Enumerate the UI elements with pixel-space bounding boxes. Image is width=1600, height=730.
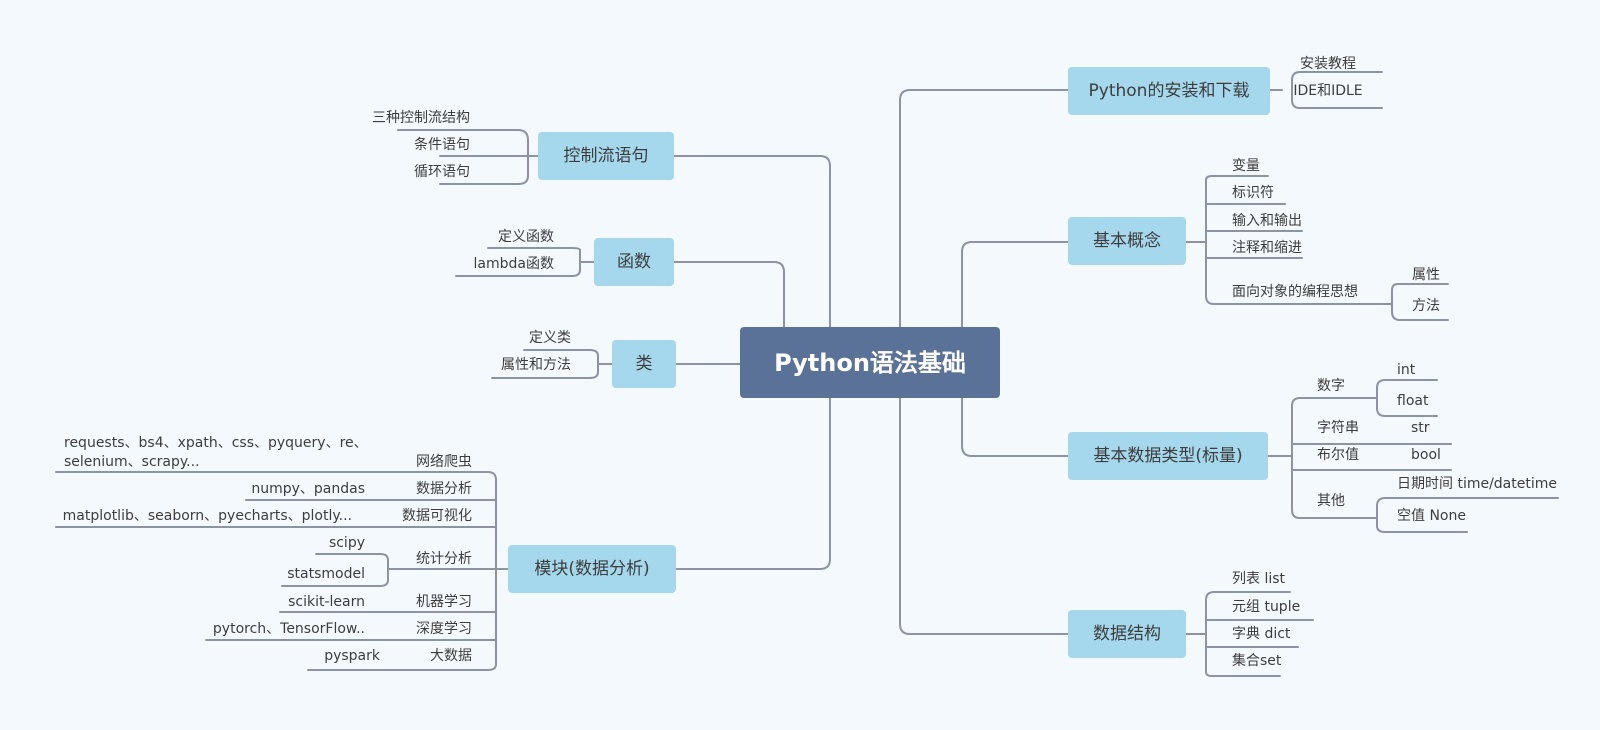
leaf-statsmodel: statsmodel [287, 566, 365, 582]
leaf-statistics[interactable]: 统计分析 [416, 551, 472, 567]
connector-line [675, 397, 831, 570]
connector-line [1205, 671, 1281, 677]
connector-line [1205, 591, 1291, 601]
branch-struct[interactable]: 数据结构 [1068, 610, 1186, 658]
connector-line [673, 155, 831, 328]
branch-basic-label: 基本概念 [1093, 230, 1161, 251]
connector-line [1376, 497, 1559, 519]
leaf-data-analysis[interactable]: 数据分析 [416, 481, 472, 497]
leaf-str[interactable]: str [1411, 420, 1430, 436]
connector-line [1205, 295, 1393, 305]
leaf-datetime[interactable]: 日期时间 time/datetime [1397, 476, 1557, 492]
connector-line [523, 349, 599, 357]
branch-nodes: Python的安装和下载 基本概念 基本数据类型(标量) 数据结构 控制流语句 … [508, 67, 1270, 658]
leaf-visualization[interactable]: 数据可视化 [402, 508, 472, 524]
connector-line [899, 397, 1069, 635]
leaf-labels: 安装教程 IDE和IDLE 变量 标识符 输入和输出 注释和缩进 面向对象的编程… [63, 56, 1557, 669]
leaf-viz-libs: matplotlib、seaborn、pyecharts、plotly... [63, 508, 352, 524]
connector-line [1376, 397, 1438, 417]
leaf-define-function[interactable]: 定义函数 [498, 229, 554, 245]
connector-line [961, 241, 1069, 328]
leaf-float[interactable]: float [1397, 393, 1429, 409]
connector-line [1205, 175, 1269, 181]
connector-line [455, 269, 581, 277]
branch-class-label: 类 [636, 354, 653, 374]
leaf-boolean[interactable]: 布尔值 [1317, 447, 1359, 463]
leaf-oop-attr[interactable]: 属性 [1412, 267, 1440, 283]
connector-line [1269, 71, 1383, 109]
connector-line [1391, 283, 1449, 305]
leaf-tuple[interactable]: 元组 tuple [1232, 599, 1300, 615]
branch-install[interactable]: Python的安装和下载 [1068, 67, 1270, 115]
connector-line [673, 261, 785, 328]
connector-line [307, 663, 497, 671]
branch-module[interactable]: 模块(数据分析) [508, 545, 676, 593]
connector-line [961, 397, 1069, 457]
connector-line [1376, 379, 1438, 399]
branch-func[interactable]: 函数 [594, 238, 674, 286]
leaf-string[interactable]: 字符串 [1317, 420, 1359, 436]
connector-line [491, 371, 599, 379]
connector-line [439, 175, 529, 185]
branch-install-label: Python的安装和下载 [1089, 81, 1250, 101]
leaf-machine-learning[interactable]: 机器学习 [416, 594, 472, 610]
branch-func-label: 函数 [617, 252, 651, 272]
leaf-set[interactable]: 集合set [1232, 652, 1282, 669]
leaf-loop[interactable]: 循环语句 [414, 164, 470, 180]
branch-basic[interactable]: 基本概念 [1068, 217, 1186, 265]
branch-class[interactable]: 类 [612, 340, 676, 388]
connector-line [1376, 517, 1468, 533]
connector-line [315, 553, 389, 570]
branch-control[interactable]: 控制流语句 [538, 132, 674, 180]
leaf-int[interactable]: int [1397, 362, 1416, 378]
leaf-none[interactable]: 空值 None [1397, 508, 1466, 524]
leaf-ide-idle[interactable]: IDE和IDLE [1293, 83, 1362, 99]
leaf-identifier[interactable]: 标识符 [1232, 185, 1274, 201]
branch-module-label: 模块(数据分析) [534, 559, 649, 579]
leaf-io[interactable]: 输入和输出 [1232, 213, 1302, 229]
leaf-comments[interactable]: 注释和缩进 [1232, 240, 1302, 256]
leaf-scipy: scipy [329, 535, 365, 551]
leaf-crawler-libs-line2: selenium、scrapy... [64, 454, 200, 470]
leaf-oop[interactable]: 面向对象的编程思想 [1232, 284, 1358, 300]
leaf-oop-method[interactable]: 方法 [1412, 298, 1440, 314]
connector-line [55, 471, 497, 481]
connector-line [397, 129, 529, 141]
leaf-pyspark: pyspark [324, 648, 381, 664]
leaf-define-class[interactable]: 定义类 [529, 330, 571, 346]
branch-types[interactable]: 基本数据类型(标量) [1068, 432, 1268, 480]
branch-control-label: 控制流语句 [564, 146, 649, 166]
branch-types-label: 基本数据类型(标量) [1093, 446, 1242, 466]
connector-line [281, 568, 389, 587]
branch-struct-label: 数据结构 [1093, 624, 1161, 644]
connector-line [899, 89, 1069, 328]
leaf-dict[interactable]: 字典 dict [1232, 626, 1291, 642]
leaf-number[interactable]: 数字 [1317, 378, 1345, 394]
leaf-big-data[interactable]: 大数据 [430, 648, 472, 664]
leaf-lambda[interactable]: lambda函数 [474, 256, 554, 272]
leaf-analysis-libs: numpy、pandas [251, 481, 365, 497]
leaf-variable[interactable]: 变量 [1232, 158, 1260, 174]
connector-line [1291, 397, 1378, 407]
leaf-crawler-libs-line1: requests、bs4、xpath、css、pyquery、re、 [64, 435, 368, 451]
root-label: Python语法基础 [774, 349, 966, 377]
leaf-list[interactable]: 列表 list [1232, 571, 1286, 587]
leaf-crawler[interactable]: 网络爬虫 [416, 454, 472, 470]
leaf-conditional[interactable]: 条件语句 [414, 136, 470, 153]
connector-lines [55, 71, 1559, 677]
leaf-dl-libs: pytorch、TensorFlow.. [213, 621, 365, 637]
leaf-bool[interactable]: bool [1411, 447, 1441, 463]
root-node[interactable]: Python语法基础 [740, 327, 1000, 398]
leaf-other[interactable]: 其他 [1317, 493, 1345, 509]
connector-line [1291, 509, 1378, 519]
leaf-install-tutorial[interactable]: 安装教程 [1300, 56, 1356, 72]
leaf-sklearn: scikit-learn [288, 594, 365, 610]
leaf-three-structures[interactable]: 三种控制流结构 [372, 110, 470, 126]
leaf-attr-method[interactable]: 属性和方法 [501, 357, 571, 373]
connector-line [1391, 303, 1449, 321]
leaf-deep-learning[interactable]: 深度学习 [416, 621, 472, 637]
